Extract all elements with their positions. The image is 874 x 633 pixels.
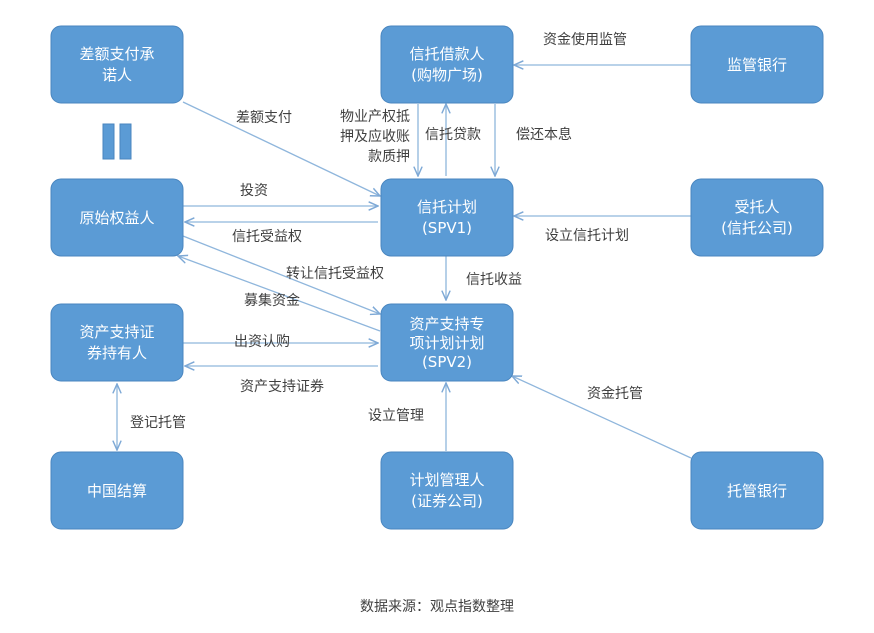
edge-label-trust-income: 信托收益 — [466, 272, 522, 288]
edge-label-property-pledge: 物业产权抵 — [340, 109, 410, 125]
node-label-line: 监管银行 — [727, 56, 787, 74]
edge-label-transfer-right: 转让信托受益权 — [286, 266, 384, 282]
node-label-line: 差额支付承 — [79, 45, 154, 63]
edge-label-differential-payment: 差额支付 — [236, 110, 292, 126]
node-label-line: (购物广场) — [411, 66, 483, 84]
node-abs-holder: 资产支持证 券持有人 — [50, 303, 184, 382]
node-special-plan: 资产支持专 项计划计划 (SPV2) — [380, 303, 514, 382]
source-note: 数据来源：观点指数整理 — [360, 599, 514, 615]
edge-label-property-pledge: 押及应收账 — [340, 128, 410, 145]
edge-label-investment: 投资 — [240, 183, 268, 199]
node-chinaclear: 中国结算 — [50, 451, 184, 530]
node-label-line: 诺人 — [102, 66, 132, 84]
edge-label-trust-loan: 信托贷款 — [425, 127, 481, 143]
node-label-line: (信托公司) — [721, 219, 793, 237]
node-label-line: 项计划计划 — [409, 334, 484, 352]
edge-label-establish-management: 设立管理 — [368, 408, 424, 424]
edge-label-raise-funds: 募集资金 — [244, 292, 300, 309]
node-plan-manager: 计划管理人 (证券公司) — [380, 451, 514, 530]
node-label-line: (SPV1) — [422, 219, 472, 237]
edge-label-fund-supervision: 资金使用监管 — [543, 31, 627, 48]
nodes: 差额支付承 诺人 信托借款人 (购物广场) 监管银行 原始权益人 信托计划 (S… — [50, 25, 824, 530]
node-original-beneficiary: 原始权益人 — [50, 178, 184, 257]
node-label-line: 资产支持证 — [79, 323, 154, 341]
edges — [117, 65, 692, 459]
node-label-line: 托管银行 — [727, 482, 787, 500]
node-trustee: 受托人 (信托公司) — [690, 178, 824, 257]
arrow-fund-custody — [512, 376, 692, 459]
node-label-line: 原始权益人 — [79, 209, 154, 227]
arrow-transfer-right — [182, 235, 380, 314]
node-differential-guarantor: 差额支付承 诺人 — [50, 25, 184, 104]
arrow-raise-funds — [178, 256, 381, 332]
node-label-line: 资产支持专 — [409, 315, 484, 333]
equivalence-mark — [102, 123, 132, 160]
node-trust-plan: 信托计划 (SPV1) — [380, 178, 514, 257]
arrow-differential-payment — [182, 101, 380, 196]
node-label-line: 信托借款人 — [409, 45, 484, 63]
node-custodian-bank: 托管银行 — [690, 451, 824, 530]
node-label-line: 信托计划 — [417, 198, 477, 216]
edge-label-property-pledge: 款质押 — [368, 149, 410, 165]
edge-label-abs-securities: 资产支持证券 — [240, 379, 324, 395]
edge-label-establish-trust: 设立信托计划 — [545, 228, 629, 244]
edge-labels: 资金使用监管 差额支付 物业产权抵 押及应收账 款质押 信托贷款 偿还本息 投资… — [130, 31, 643, 431]
node-label-line: 受托人 — [734, 198, 779, 216]
node-label-line: 计划管理人 — [409, 471, 484, 489]
node-trust-borrower: 信托借款人 (购物广场) — [380, 25, 514, 104]
node-label-line: 中国结算 — [87, 482, 147, 500]
edge-label-fund-custody: 资金托管 — [587, 386, 643, 402]
node-supervising-bank: 监管银行 — [690, 25, 824, 104]
edge-label-trust-beneficial-right: 信托受益权 — [232, 229, 302, 245]
node-label-line: 券持有人 — [87, 344, 147, 362]
node-label-line: (SPV2) — [422, 353, 472, 371]
edge-label-subscription: 出资认购 — [234, 334, 290, 350]
edge-label-registration-custody: 登记托管 — [130, 415, 186, 431]
node-label-line: (证券公司) — [411, 492, 483, 510]
edge-label-principal-interest: 偿还本息 — [516, 126, 572, 143]
